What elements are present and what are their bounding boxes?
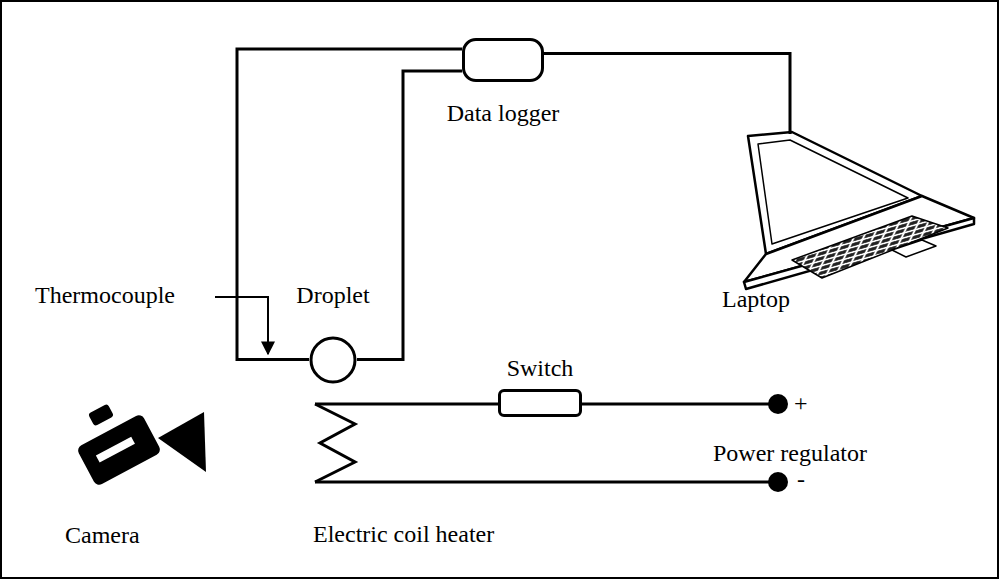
node-label: Data logger [447, 100, 560, 128]
wire [582, 403, 770, 406]
terminal-sign: - [797, 466, 805, 494]
terminal [768, 394, 788, 414]
node-label: Switch [507, 355, 574, 383]
node-label: Laptop [722, 286, 790, 314]
laptop-node: Laptop [722, 132, 977, 282]
terminal [768, 472, 788, 492]
logger-box [462, 38, 544, 82]
circle-outline [311, 338, 355, 382]
thermocouple-leader [215, 297, 268, 354]
wire-connector [544, 53, 790, 134]
terminal-sign: + [794, 390, 808, 418]
logger-box: Data logger [447, 38, 560, 128]
laptop-illustration [722, 132, 982, 292]
node-label: Droplet [296, 282, 369, 310]
part-label: Electric coil heater [313, 521, 494, 549]
part-label: Power regulator [713, 440, 867, 468]
droplet-circle [309, 336, 357, 384]
camera-icon [76, 404, 206, 487]
part-label: Camera [65, 522, 140, 550]
wire-connector [237, 49, 462, 360]
wire [315, 403, 498, 406]
droplet-circle: Droplet [296, 282, 369, 384]
coil-symbol [315, 404, 355, 482]
switch-box: Switch [498, 355, 582, 417]
part-label: Thermocouple [35, 282, 175, 310]
switch-box [498, 389, 582, 417]
wire-connector [357, 71, 462, 360]
wire [315, 481, 770, 484]
